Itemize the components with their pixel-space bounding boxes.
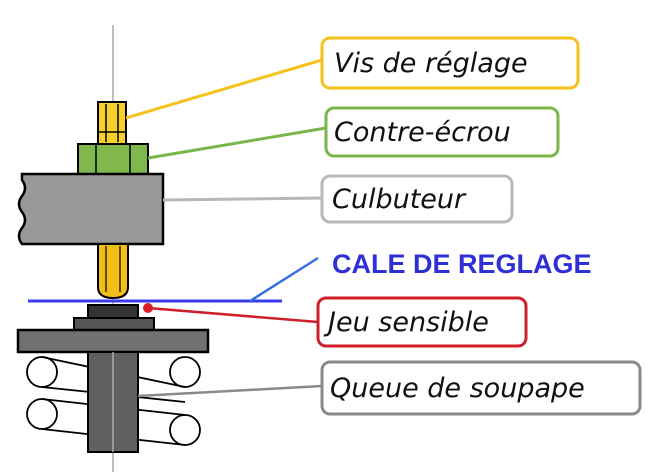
feeler-gauge-heading: CALE DE REGLAGE — [332, 249, 592, 279]
valve-stem-leader — [137, 384, 323, 398]
lock-nut-leader — [147, 126, 327, 160]
svg-text:Vis de réglage: Vis de réglage — [334, 48, 528, 79]
adjusting-screw-part — [97, 101, 127, 145]
lock-nut-label: Contre-écrou — [324, 106, 560, 158]
svg-text:Jeu sensible: Jeu sensible — [323, 307, 489, 338]
adjusting-screw-leader — [125, 58, 323, 120]
valve-stem-label: Queue de soupape — [320, 360, 642, 416]
screw-tip-part — [97, 243, 129, 300]
sensitive-clearance-leader — [147, 306, 319, 324]
svg-text:Contre-écrou: Contre-écrou — [334, 117, 511, 148]
adjusting-screw-label: Vis de réglage — [320, 36, 580, 90]
feeler-gauge-leader — [249, 256, 319, 303]
sensitive-clearance-label: Jeu sensible — [316, 296, 528, 348]
valve-stem-top — [73, 304, 155, 331]
rocker-arm-leader — [162, 196, 323, 202]
lock-nut-part — [77, 143, 149, 175]
rocker-arm-label: Culbuteur — [320, 174, 514, 224]
rocker-arm-part — [17, 172, 165, 246]
spring-retainer-part — [16, 328, 210, 354]
svg-text:Queue de soupape: Queue de soupape — [330, 373, 585, 404]
svg-text:Culbuteur: Culbuteur — [332, 184, 467, 215]
